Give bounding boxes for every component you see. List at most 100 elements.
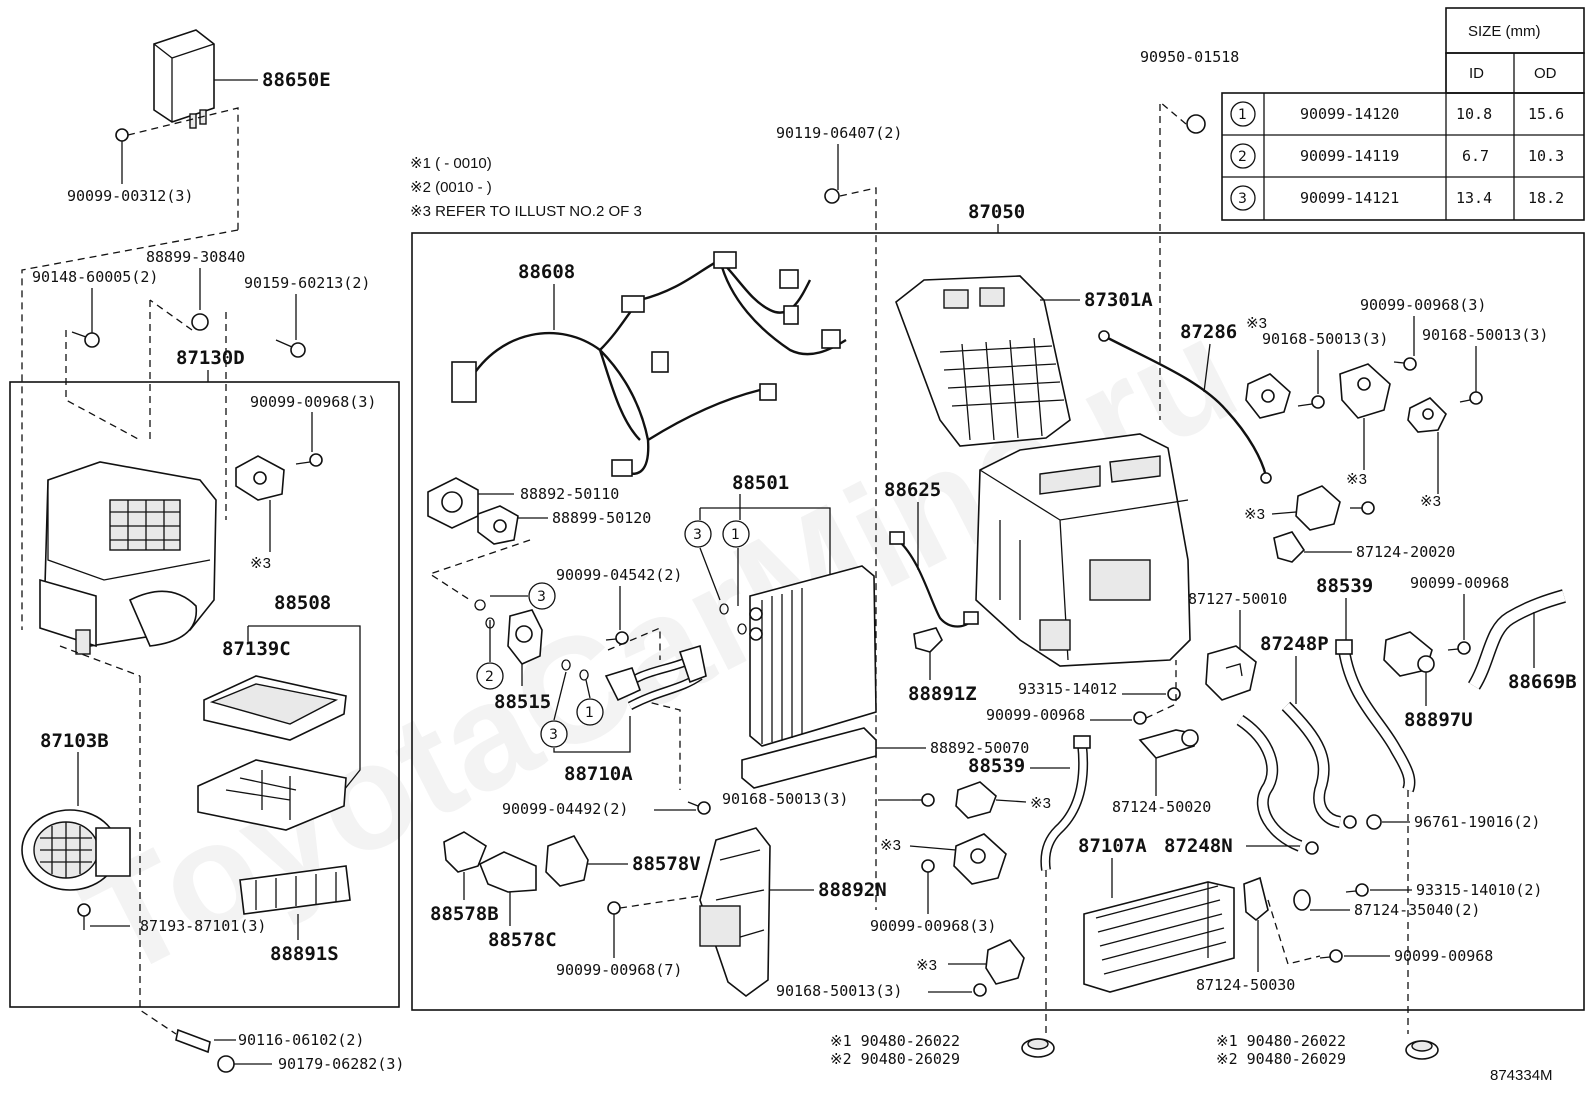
ref-mark: ※3 — [1030, 795, 1051, 812]
ref-mark: ※3 — [1346, 471, 1367, 488]
label-88891S: 88891S — [270, 943, 339, 965]
screw-icon — [1393, 357, 1417, 371]
blower-fan-icon — [21, 809, 131, 891]
label-96761-19016: 96761-19016(2) — [1414, 813, 1540, 831]
clamp-icon — [1273, 531, 1306, 563]
label-88625: 88625 — [884, 479, 941, 501]
label-88578B: 88578B — [430, 903, 499, 925]
label-88710A: 88710A — [564, 763, 633, 785]
screw-icon — [912, 793, 935, 807]
screw-icon — [1133, 711, 1147, 725]
label-90179-06282: 90179-06282(3) — [278, 1055, 404, 1073]
clip-icon — [191, 313, 209, 331]
screw-icon — [1167, 687, 1181, 701]
screw-icon — [1319, 949, 1343, 963]
label-90099-04492: 90099-04492(2) — [502, 800, 628, 818]
grommet-icon — [427, 477, 479, 529]
grommet-label-2: ※2 90480-26029 — [830, 1050, 960, 1068]
screw-icon — [1297, 395, 1325, 409]
duct-icon — [545, 835, 589, 887]
label-90099-00968-3: 90099-00968(3) — [250, 393, 376, 411]
label-90168-50013-3: 90168-50013(3) — [1422, 326, 1548, 344]
filter-case-icon — [197, 759, 347, 831]
screw-icon — [275, 339, 306, 358]
clamp-icon — [1305, 841, 1319, 855]
note-2: ※2 (0010 - ) — [410, 179, 492, 196]
ref-mark: ※3 — [916, 957, 937, 974]
ref-mark: ※3 — [250, 555, 271, 572]
label-88669B: 88669B — [1508, 671, 1577, 693]
resistor-icon — [239, 865, 351, 915]
grommet-icon — [1021, 1038, 1055, 1058]
label-87124-35040: 87124-35040(2) — [1354, 901, 1480, 919]
label-90099-00968-3: 90099-00968(3) — [1360, 296, 1486, 314]
seal-icon — [741, 727, 877, 789]
label-88892N: 88892N — [818, 879, 887, 901]
label-90168-50013-3: 90168-50013(3) — [776, 982, 902, 1000]
label-90168-50013-3: 90168-50013(3) — [722, 790, 848, 808]
circle-mark: 3 — [693, 527, 702, 543]
evaporator-icon — [749, 565, 877, 747]
screw-icon — [1350, 501, 1375, 515]
figure-id: 874334M — [1490, 1067, 1553, 1084]
label-90099-00968: 90099-00968 — [986, 706, 1085, 724]
label-90099-04542: 90099-04542(2) — [556, 566, 682, 584]
servo-motor-icon — [955, 781, 997, 819]
label-87124-50030: 87124-50030 — [1196, 976, 1295, 994]
label-88897U: 88897U — [1404, 709, 1473, 731]
ref-mark: ※3 — [880, 837, 901, 854]
size-table-col-od: OD — [1534, 65, 1557, 82]
screw-icon — [687, 801, 711, 815]
clamp-icon — [1243, 876, 1269, 922]
grommet-label-1: ※1 90480-26022 — [1216, 1032, 1346, 1050]
label-87107A: 87107A — [1078, 835, 1147, 857]
note-3: ※3 REFER TO ILLUST NO.2 OF 3 — [410, 203, 642, 220]
label-87248N: 87248N — [1164, 835, 1233, 857]
screw-icon — [921, 859, 935, 873]
case-top-icon — [895, 275, 1071, 447]
wire-harness-icon — [451, 251, 847, 477]
expansion-valve-icon — [507, 609, 543, 665]
filter-icon — [203, 675, 347, 741]
label-90099-00968: 90099-00968 — [1394, 947, 1493, 965]
hose-icon — [1335, 639, 1416, 793]
size-table-od: 15.6 — [1528, 105, 1564, 123]
amplifier-module-icon — [153, 29, 215, 129]
nut-icon — [217, 1055, 235, 1073]
label-87050: 87050 — [968, 201, 1025, 223]
servo-motor-icon — [985, 939, 1025, 985]
screw-icon — [1447, 641, 1471, 655]
clip-icon — [1186, 114, 1206, 134]
circle-mark: 1 — [731, 527, 740, 543]
circle-mark: 1 — [585, 705, 594, 721]
label-88891Z: 88891Z — [908, 683, 977, 705]
label-87124-50020: 87124-50020 — [1112, 798, 1211, 816]
label-88578C: 88578C — [488, 929, 557, 951]
label-90099-00968: 90099-00968 — [1410, 574, 1509, 592]
label-88899-30840: 88899-30840 — [146, 248, 245, 266]
sensor-icon — [913, 627, 943, 653]
circle-mark: 2 — [485, 669, 494, 685]
screw-icon — [973, 983, 987, 997]
bolt-icon — [71, 331, 100, 348]
size-table-od: 18.2 — [1528, 189, 1564, 207]
label-90099-00312: 90099-00312(3) — [67, 187, 193, 205]
heater-core-icon — [1083, 881, 1235, 993]
pad-icon — [1205, 645, 1257, 701]
label-90950-01518: 90950-01518 — [1140, 48, 1239, 66]
clamp-icon — [1293, 889, 1311, 911]
screw-icon — [295, 453, 323, 467]
size-table-part: 90099-14121 — [1300, 189, 1399, 207]
ref-mark: ※3 — [1420, 493, 1441, 510]
screw-icon — [1459, 391, 1483, 405]
label-87103B: 87103B — [40, 730, 109, 752]
note-1: ※1 ( - 0010) — [410, 155, 492, 172]
screw-icon — [115, 128, 129, 158]
blower-housing-icon — [39, 461, 217, 655]
size-table-mark: 1 — [1238, 107, 1247, 123]
clamp-icon — [1138, 729, 1199, 759]
size-table-title: SIZE (mm) — [1468, 23, 1541, 40]
grommet-label-1: ※1 90480-26022 — [830, 1032, 960, 1050]
ref-mark: ※3 — [1246, 315, 1267, 332]
circle-mark: 3 — [549, 727, 558, 743]
